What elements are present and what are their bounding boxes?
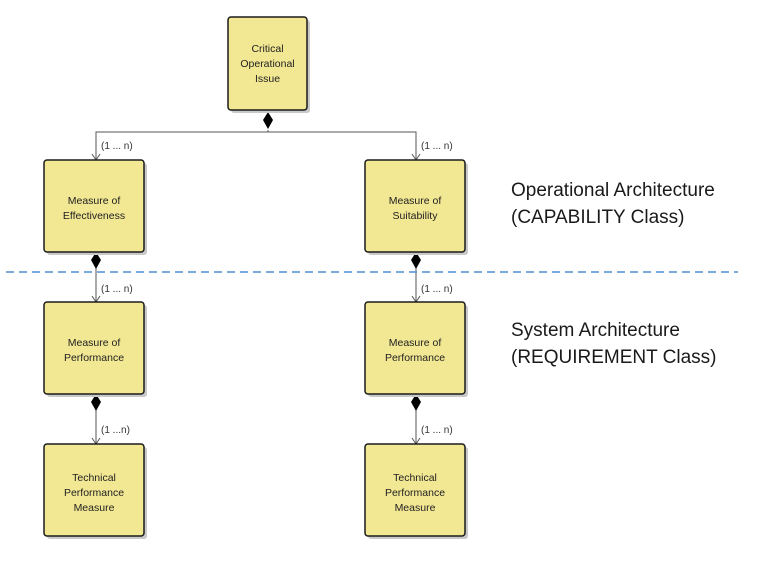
coi-moe-connector: [95, 130, 269, 160]
node-box: [227, 16, 308, 111]
node-label-line: Measure of: [68, 337, 121, 349]
node-tpm-right[interactable]: Technical Performance Measure: [364, 443, 468, 539]
diamond-icon: [263, 112, 273, 129]
node-box: [43, 301, 145, 395]
diamond-icon: [411, 252, 421, 269]
layer-label-operational: Operational Architecture (CAPABILITY Cla…: [511, 180, 715, 228]
node-label-line: Performance: [64, 352, 124, 364]
connectors: [95, 130, 417, 444]
node-box: [364, 159, 466, 253]
node-label-line: Performance: [64, 487, 124, 499]
node-coi[interactable]: Critical Operational Issue: [227, 16, 310, 113]
node-box: [364, 443, 466, 537]
node-label-line: Effectiveness: [63, 210, 125, 222]
layer-title: Operational Architecture: [511, 180, 715, 201]
diamond-icon: [91, 252, 101, 269]
multiplicity-labels: (1 ... n) (1 ... n) (1 ... n) (1 ... n) …: [101, 141, 453, 436]
multiplicity-label: (1 ... n): [421, 425, 453, 436]
node-box: [364, 301, 466, 395]
multiplicity-label: (1 ...n): [101, 425, 130, 436]
node-label-line: Performance: [385, 487, 445, 499]
node-label-line: Issue: [255, 73, 280, 85]
multiplicity-label: (1 ... n): [101, 141, 133, 152]
node-label-line: Measure of: [389, 195, 442, 207]
layer-label-system: System Architecture (REQUIREMENT Class): [511, 320, 717, 368]
node-label-line: Measure of: [68, 195, 121, 207]
multiplicity-label: (1 ... n): [421, 284, 453, 295]
node-mos[interactable]: Measure of Suitability: [364, 159, 468, 255]
multiplicity-label: (1 ... n): [421, 141, 453, 152]
node-box: [43, 159, 145, 253]
node-label-line: Critical: [251, 43, 283, 55]
layer-class: (CAPABILITY Class): [511, 207, 685, 228]
node-label-line: Technical: [393, 472, 437, 484]
layer-class: (REQUIREMENT Class): [511, 347, 717, 368]
composition-diamonds: [91, 112, 421, 411]
multiplicity-label: (1 ... n): [101, 284, 133, 295]
node-label-line: Performance: [385, 352, 445, 364]
node-tpm-left[interactable]: Technical Performance Measure: [43, 443, 147, 539]
diamond-icon: [411, 394, 421, 411]
node-label-line: Suitability: [393, 210, 439, 222]
coi-mos-connector: [268, 131, 417, 160]
node-mop-left[interactable]: Measure of Performance: [43, 301, 147, 397]
node-label-line: Technical: [72, 472, 116, 484]
node-box: [43, 443, 145, 537]
node-label-line: Measure: [395, 502, 436, 514]
node-label-line: Operational: [240, 58, 294, 70]
node-mop-right[interactable]: Measure of Performance: [364, 301, 468, 397]
node-label-line: Measure of: [389, 337, 442, 349]
diamond-icon: [91, 394, 101, 411]
layer-title: System Architecture: [511, 320, 680, 341]
node-label-line: Measure: [74, 502, 115, 514]
node-moe[interactable]: Measure of Effectiveness: [43, 159, 147, 255]
